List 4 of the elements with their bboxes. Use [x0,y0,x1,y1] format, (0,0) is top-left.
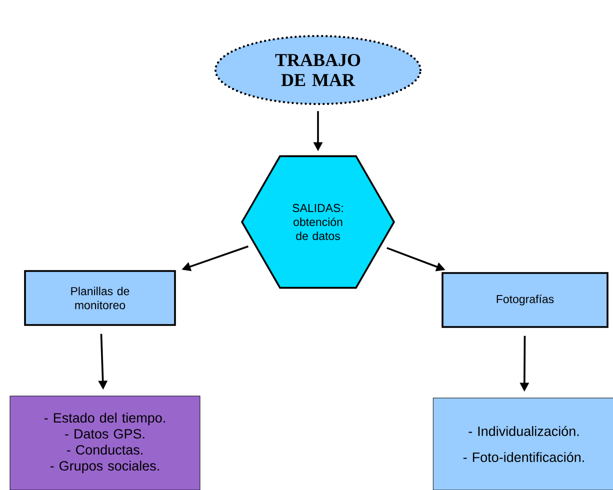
process-box: Planillas de monitoreo [24,270,176,326]
process-box: Fotografías [442,272,608,328]
list-box: - Individualización. - Foto-identificación. [432,398,613,490]
list-box: - Estado del tiempo. - Datos GPS. - Conductas. - Grupos sociales. [10,396,200,490]
